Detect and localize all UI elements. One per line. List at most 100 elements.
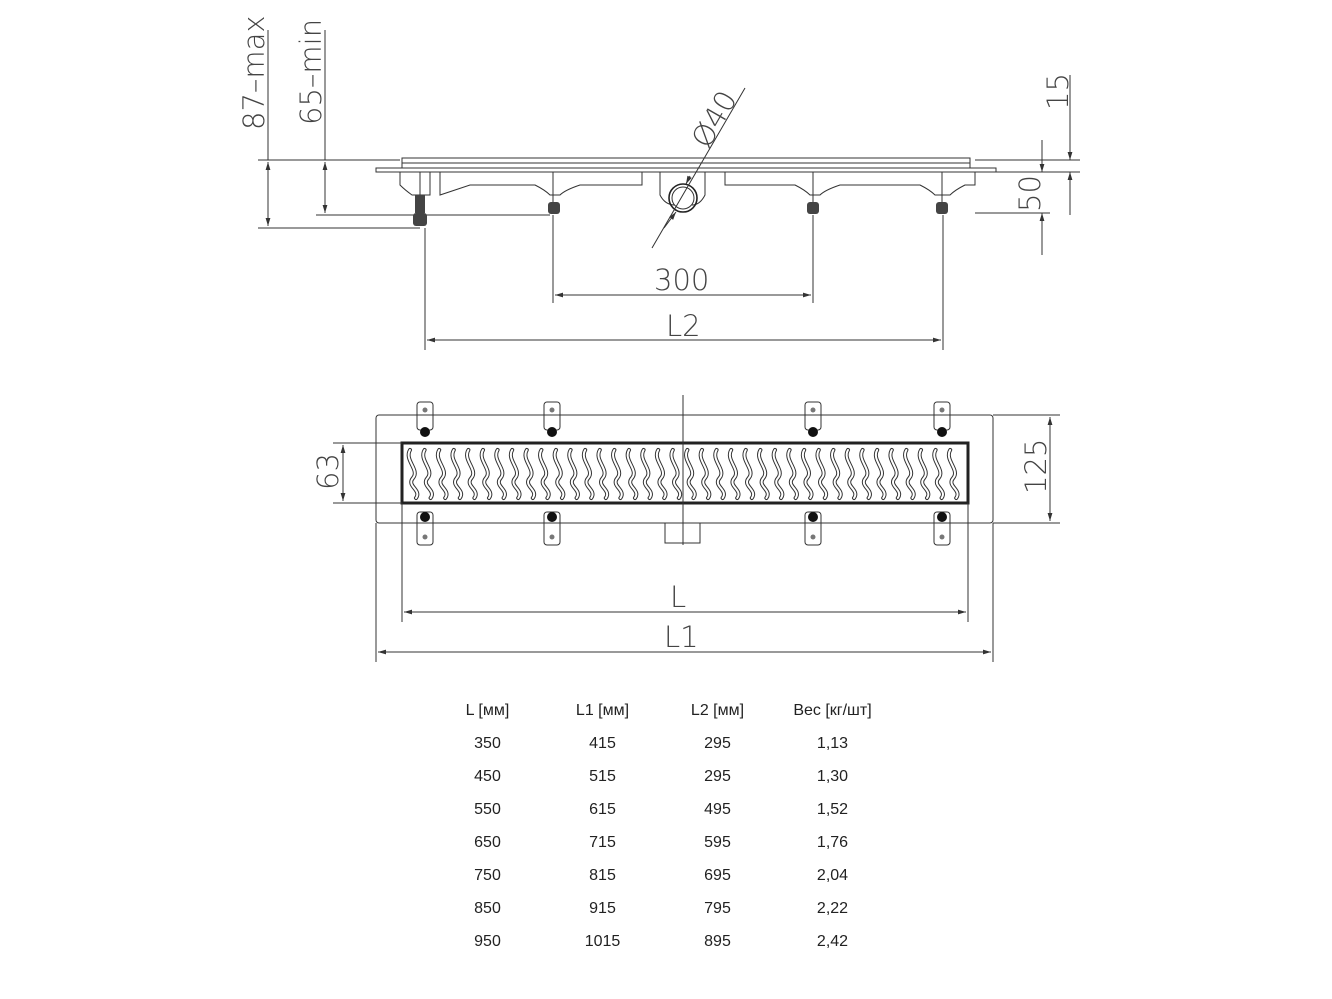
- table-cell: 2,22: [816, 899, 849, 917]
- table-cell: 1,13: [816, 734, 849, 752]
- dim-87-max-label: 87–max: [237, 15, 271, 130]
- table-cell: 1015: [584, 932, 621, 950]
- wave-slot: [451, 449, 463, 499]
- table-cell: 2,42: [816, 932, 849, 950]
- table-cell: 915: [589, 899, 616, 917]
- mounting-tab: [933, 401, 951, 431]
- wave-slot: [524, 449, 536, 499]
- bolt-icon: [808, 512, 818, 522]
- table-cell: 1,76: [816, 833, 849, 851]
- wave-slot: [831, 449, 842, 499]
- screw-hole-icon: [810, 407, 816, 413]
- screw-hole-icon: [549, 534, 555, 540]
- wave-slot: [845, 449, 857, 499]
- wave-slot: [553, 449, 565, 499]
- drain-channel-side: [375, 157, 997, 226]
- table-cell: 595: [704, 833, 731, 851]
- table-cell: 295: [704, 767, 731, 785]
- screw-hole-icon: [422, 534, 428, 540]
- table-cell: 495: [704, 800, 731, 818]
- bolt-icon: [808, 427, 818, 437]
- dim-L1-label: L1: [664, 620, 699, 654]
- bolt-icon: [937, 512, 947, 522]
- wave-slot: [466, 449, 477, 499]
- table-row: 950 1015 895 2,42: [430, 925, 890, 958]
- wave-slot: [758, 449, 769, 499]
- wave-slot: [626, 449, 638, 499]
- table-row: 450 515 295 1,30: [430, 760, 890, 793]
- table-cell: 815: [589, 866, 616, 884]
- wave-slot: [947, 449, 959, 499]
- table-cell: 895: [704, 932, 731, 950]
- table-row: 650 715 595 1,76: [430, 826, 890, 859]
- wave-slot: [728, 449, 740, 499]
- bolt-icon: [420, 427, 430, 437]
- table-cell: 650: [474, 833, 501, 851]
- header-weight: Вес [кг/шт]: [793, 701, 872, 719]
- table-cell: 2,04: [816, 866, 849, 884]
- wave-slot: [539, 449, 550, 499]
- table-cell: 715: [589, 833, 616, 851]
- table-cell: 350: [474, 734, 501, 752]
- wave-slot: [655, 449, 667, 499]
- dim-L2-label: L2: [666, 309, 701, 343]
- table-cell: 1,30: [816, 767, 849, 785]
- table-cell: 615: [589, 800, 616, 818]
- table-cell: 695: [704, 866, 731, 884]
- plan-view: 63 125 L L1: [311, 395, 1060, 662]
- dim-L-label: L: [670, 580, 686, 614]
- wave-slot: [407, 449, 419, 499]
- table-cell: 750: [474, 866, 501, 884]
- wave-slot: [801, 449, 813, 499]
- dim-diameter-label: Ø40: [685, 85, 744, 154]
- wave-slot: [612, 449, 623, 499]
- wave-slot: [714, 449, 725, 499]
- screw-hole-icon: [939, 534, 945, 540]
- wave-slot: [670, 449, 682, 499]
- wave-slot: [422, 449, 433, 499]
- table-cell: 295: [704, 734, 731, 752]
- wave-slot: [860, 449, 871, 499]
- dim-50-label: 50: [1013, 175, 1047, 212]
- wave-slot: [787, 449, 798, 499]
- dim-15-label: 15: [1041, 73, 1075, 110]
- table-cell: 515: [589, 767, 616, 785]
- table-cell: 795: [704, 899, 731, 917]
- wave-slot: [772, 449, 784, 499]
- wave-slot: [685, 449, 696, 499]
- screw-hole-icon: [939, 407, 945, 413]
- dim-63-label: 63: [311, 453, 345, 490]
- bolt-icon: [420, 512, 430, 522]
- table-cell: 450: [474, 767, 501, 785]
- screw-hole-icon: [422, 407, 428, 413]
- wave-slot: [509, 449, 521, 499]
- wave-slot: [933, 449, 944, 499]
- side-view: 87–max 65–min Ø40: [237, 15, 1080, 350]
- table-row: 350 415 295 1,13: [430, 727, 890, 760]
- wave-pattern: [406, 448, 960, 500]
- bolt-icon: [547, 512, 557, 522]
- wave-slot: [480, 449, 492, 499]
- table-cell: 1,52: [816, 800, 849, 818]
- outlet-pipe: [668, 183, 698, 213]
- table-cell: 415: [589, 734, 616, 752]
- dim-300-label: 300: [654, 263, 709, 297]
- wave-slot: [568, 449, 579, 499]
- bolt-icon: [937, 427, 947, 437]
- table-row: 750 815 695 2,04: [430, 859, 890, 892]
- table-cell: 950: [474, 932, 501, 950]
- wave-slot: [436, 449, 448, 499]
- mounting-tab: [543, 401, 561, 431]
- dim-125-label: 125: [1019, 439, 1053, 494]
- wave-slot: [904, 449, 915, 499]
- header-L2: L2 [мм]: [690, 701, 745, 719]
- header-L1: L1 [мм]: [575, 701, 630, 719]
- table-header-row: L [мм] L1 [мм] L2 [мм] Вес [кг/шт]: [430, 694, 890, 727]
- mounting-tab: [416, 401, 434, 431]
- screw-hole-icon: [810, 534, 816, 540]
- diameter-leader: [651, 87, 746, 249]
